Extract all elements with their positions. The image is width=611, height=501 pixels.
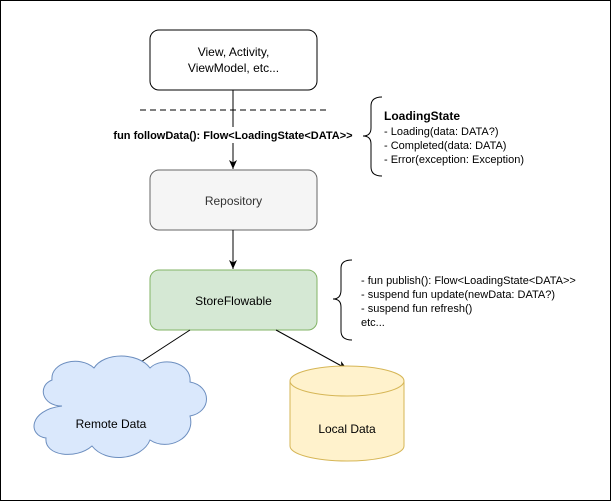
storeflowable-node: StoreFlowable bbox=[149, 269, 318, 331]
api-label-background bbox=[112, 127, 355, 143]
local-data-node: Local Data bbox=[289, 365, 405, 462]
view-node-label-line1: View, Activity, bbox=[198, 45, 270, 59]
view-node-label-line2: ViewModel, etc... bbox=[188, 61, 279, 75]
repository-node-label: Repository bbox=[205, 194, 262, 208]
storeflowable-node-box bbox=[149, 269, 318, 331]
database-icon-top-rim bbox=[289, 380, 405, 397]
api-label: fun followData(): Flow<LoadingState<DATA… bbox=[113, 130, 352, 142]
database-icon bbox=[289, 365, 405, 462]
loading-state-item: - Error(exception: Exception) bbox=[384, 154, 524, 166]
loading-state-item: - Loading(data: DATA?) bbox=[384, 126, 499, 138]
cloud-icon bbox=[33, 355, 207, 458]
storeflowable-note-item: - fun publish(): Flow<LoadingState<DATA>… bbox=[361, 275, 576, 287]
view-node-box bbox=[149, 29, 318, 91]
storeflowable-note: - fun publish(): Flow<LoadingState<DATA>… bbox=[332, 259, 576, 341]
storeflowable-brace bbox=[332, 259, 353, 341]
local-data-label: Local Data bbox=[318, 422, 376, 436]
loading-state-brace bbox=[362, 96, 383, 177]
repository-node: Repository bbox=[149, 169, 318, 231]
loading-state-item: - Completed(data: DATA) bbox=[384, 140, 506, 152]
storeflowable-note-item: - suspend fun refresh() bbox=[361, 303, 472, 315]
view-node: View, Activity, ViewModel, etc... bbox=[149, 29, 318, 91]
remote-data-node: Remote Data bbox=[33, 355, 207, 458]
arrow-storeflowable-to-local-data bbox=[275, 329, 348, 370]
remote-data-label: Remote Data bbox=[76, 417, 147, 431]
storeflowable-note-item: - suspend fun update(newData: DATA?) bbox=[361, 289, 555, 301]
loading-state-title: LoadingState bbox=[384, 109, 460, 123]
storeflowable-node-label: StoreFlowable bbox=[195, 294, 272, 308]
storeflowable-note-item: etc... bbox=[361, 317, 385, 329]
loading-state-note: LoadingState - Loading(data: DATA?) - Co… bbox=[362, 96, 524, 177]
